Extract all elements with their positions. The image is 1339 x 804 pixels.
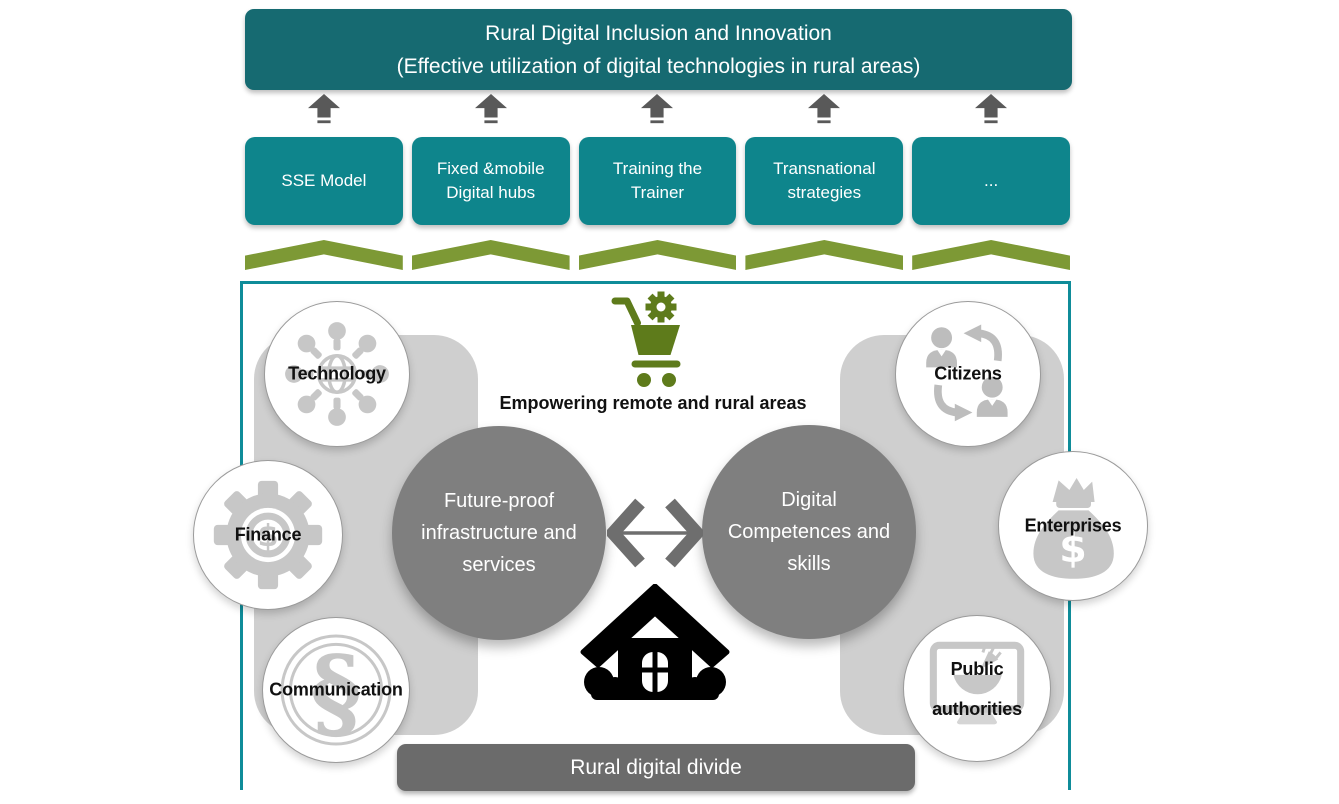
up-arrow-icon — [305, 94, 343, 128]
svg-text:$: $ — [257, 519, 278, 554]
pillar-box-label: ... — [912, 137, 1070, 225]
factor-circle-public-authorities: Public authorities — [903, 615, 1051, 762]
pillar-box-label: Training the Trainer — [578, 137, 737, 225]
factor-label: Communication — [269, 679, 403, 700]
people-exchange-icon — [913, 319, 1023, 429]
title-line-1: Rural Digital Inclusion and Innovation — [485, 21, 832, 45]
pillar-box-label: SSE Model — [245, 137, 403, 225]
shopping-cart-gear-icon — [598, 290, 698, 394]
chevron-up-icon — [245, 240, 403, 270]
pillar-transnational-strategies: Transnational strategies — [745, 94, 904, 270]
factor-label: Enterprises — [1024, 515, 1122, 536]
chevron-up-icon — [912, 240, 1070, 270]
chevron-up-icon — [411, 240, 570, 270]
section-paragraph-icon: § — [276, 630, 396, 750]
pillar-training-trainer: Training the Trainer — [578, 94, 737, 270]
core-circle-infrastructure: Future-proof infrastructure and services — [392, 426, 606, 640]
up-arrow-icon — [472, 94, 510, 128]
gear-dollar-icon: $ — [205, 472, 331, 598]
factor-label: Public authorities — [932, 658, 1022, 719]
svg-text:$: $ — [1059, 526, 1087, 572]
up-arrow-icon — [972, 94, 1010, 128]
core-label: Digital Competences and skills — [727, 489, 891, 575]
pillar-digital-hubs: Fixed &mobile Digital hubs — [411, 94, 570, 270]
factor-circle-technology: Technology — [264, 301, 410, 447]
core-circle-competences: Digital Competences and skills — [702, 425, 916, 639]
pillar-more: ... — [912, 94, 1070, 270]
core-label: Future-proof infrastructure and services — [421, 490, 577, 576]
bottom-bar-label: Rural digital divide — [570, 755, 742, 779]
chevron-up-icon — [578, 240, 737, 270]
factor-circle-citizens: Citizens — [895, 301, 1041, 447]
chevron-up-icon — [745, 240, 904, 270]
pillars-row: SSE Model Fixed &mobile Digital hubs Tra… — [245, 94, 1070, 270]
double-arrow-icon — [607, 498, 703, 568]
title-line-2: (Effective utilization of digital techno… — [396, 54, 921, 78]
title-banner: Rural Digital Inclusion and Innovation (… — [245, 9, 1072, 90]
rural-house-icon — [575, 584, 735, 708]
rural-digital-divide-bar: Rural digital divide — [397, 744, 915, 791]
money-bag-icon: $ — [1013, 466, 1133, 586]
factor-circle-enterprises: $ Enterprises — [998, 451, 1148, 601]
factor-label: Finance — [234, 524, 302, 545]
factor-label: Citizens — [934, 363, 1002, 384]
factor-circle-communication: § Communication — [262, 617, 410, 763]
factor-circle-finance: $ Finance — [193, 460, 343, 610]
network-globe-icon — [278, 315, 396, 433]
factor-label: Technology — [288, 363, 386, 384]
up-arrow-icon — [638, 94, 676, 128]
pillar-box-label: Fixed &mobile Digital hubs — [411, 137, 570, 225]
pillar-box-label: Transnational strategies — [745, 137, 904, 225]
pillar-sse-model: SSE Model — [245, 94, 403, 270]
computer-monitor-icon — [918, 630, 1036, 748]
up-arrow-icon — [805, 94, 843, 128]
empowering-tagline: Empowering remote and rural areas — [499, 393, 807, 413]
svg-text:§: § — [310, 635, 361, 750]
